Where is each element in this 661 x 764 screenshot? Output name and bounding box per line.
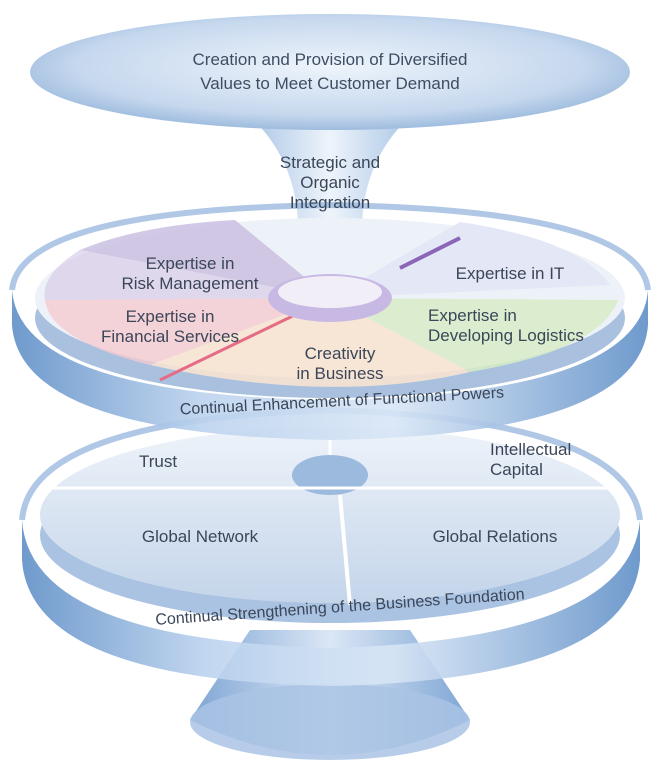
segment-logistics (330, 298, 618, 372)
logistics-label-line1: Expertise in (428, 306, 517, 325)
network-label-line1: Global Network (141, 527, 259, 546)
creativity-label-line1: Creativity (304, 344, 376, 363)
risk-label-line2: Risk Management (121, 274, 259, 293)
logistics-label: Expertise in Developing Logistics (428, 306, 628, 346)
it-label-line1: Expertise in IT (455, 264, 565, 283)
middle-disc (35, 218, 625, 398)
stem-label-line1: Strategic and (279, 153, 381, 172)
top-title-line1: Creation and Provision of Diversified (192, 50, 468, 69)
risk-label-line1: Expertise in (145, 254, 235, 273)
creativity-label: Creativity in Business (280, 344, 400, 384)
trust-label: Trust (118, 452, 198, 472)
top-title-line2: Values to Meet Customer Demand (200, 74, 460, 93)
risk-label: Expertise in Risk Management (110, 254, 270, 294)
logistics-label-line2: Developing Logistics (428, 326, 584, 345)
top-title: Creation and Provision of Diversified Va… (130, 48, 530, 96)
top-funnel (30, 14, 630, 235)
bottom-disc (40, 427, 620, 623)
financial-label-line2: Financial Services (101, 327, 239, 346)
bottom-disc-hub (292, 455, 368, 495)
bottom-disc-divider-v (338, 494, 352, 606)
capital-label-line2: Capital (490, 460, 543, 479)
capital-label-line1: Intellectual (490, 440, 572, 459)
financial-label: Expertise in Financial Services (85, 307, 255, 347)
it-label: Expertise in IT (440, 264, 580, 284)
trust-label-line1: Trust (138, 452, 178, 471)
stem-label-line2: Organic (300, 173, 360, 192)
relations-label-line1: Global Relations (432, 527, 558, 546)
segment-risk (80, 220, 330, 298)
financial-label-line1: Expertise in (125, 307, 215, 326)
segment-financial (45, 298, 330, 365)
stem-label: Strategic and Organic Integration (270, 153, 390, 213)
relations-label: Global Relations (405, 527, 585, 547)
capital-label: Intellectual Capital (490, 440, 610, 480)
middle-ring (9, 201, 651, 440)
network-label: Global Network (110, 527, 290, 547)
creativity-label-line2: in Business (296, 364, 384, 383)
purple-divider (399, 236, 461, 270)
segment-it (330, 222, 610, 298)
stem-label-line3: Integration (289, 193, 371, 212)
segment-creativity (150, 298, 470, 387)
